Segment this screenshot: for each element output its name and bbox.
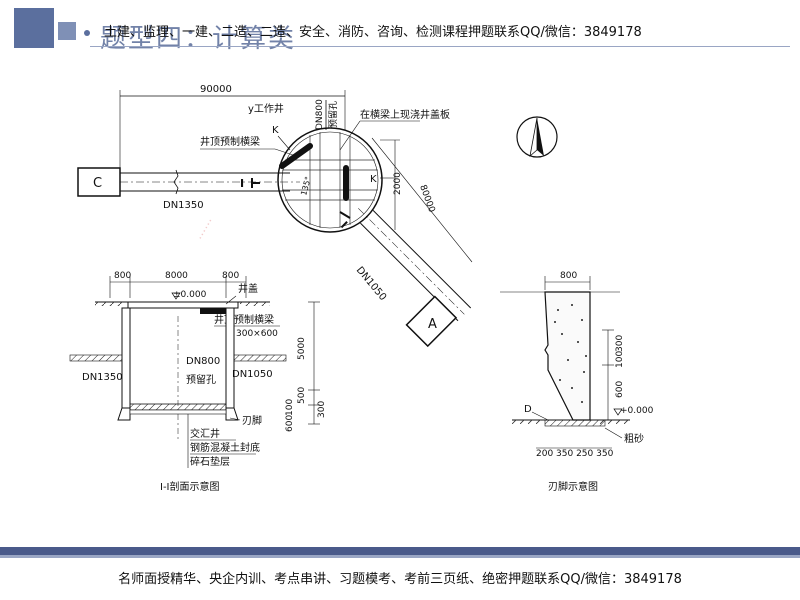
section-dim-100: 100 xyxy=(285,399,295,416)
section-beam-block xyxy=(200,308,226,314)
section-beam-size: 300×600 xyxy=(236,329,278,339)
footer-bar-thin xyxy=(0,555,800,558)
plan-reserved-hole: 预留孔 xyxy=(327,101,339,128)
edge-dim-600: 600 xyxy=(615,381,625,398)
header-decor-small-square xyxy=(58,22,76,40)
plan-dn1050: DN1050 xyxy=(354,265,389,303)
plan-dim-90000: 90000 xyxy=(200,84,232,95)
section-dim-800-right: 800 xyxy=(222,271,239,281)
section-seal xyxy=(129,403,227,411)
shaft-circle xyxy=(277,127,383,233)
section-mark-i-left: I xyxy=(240,177,244,190)
section-cover xyxy=(127,301,239,309)
edge-wall xyxy=(544,291,591,421)
section-dim-5000: 5000 xyxy=(297,337,307,360)
section-dim-500: 500 xyxy=(297,387,307,404)
bottom-ad-banner: 名师面授精华、央企内训、考点串讲、习题模考、考前三页纸、绝密押题联系QQ/微信：… xyxy=(118,572,682,587)
section-elev: ±0.000 xyxy=(173,290,207,300)
section-junction: 交汇井 xyxy=(190,427,220,440)
plan-dn800: DN800 xyxy=(315,99,325,130)
plan-k-right: K xyxy=(370,174,377,185)
edge-bottom-dims: 200 350 250 350 xyxy=(536,449,614,459)
section-dim-600: 600 xyxy=(285,415,295,432)
section-view: 800 8000 800 ±0.000 井盖 井顶预制横梁 300×600 DN… xyxy=(69,271,327,493)
section-gravel xyxy=(129,409,227,415)
plan-k-top: K xyxy=(272,125,279,136)
plan-beam-label: 井顶预制横梁 xyxy=(200,135,260,148)
well-c-label: C xyxy=(93,176,102,191)
well-c-box xyxy=(77,167,121,197)
edge-elev: +0.000 xyxy=(620,406,654,416)
section-dim-300: 300 xyxy=(317,401,327,418)
plan-dim-80000: 80000 xyxy=(417,184,436,215)
header-rule xyxy=(90,46,790,47)
edge-sand xyxy=(544,419,606,427)
section-hole: 预留孔 xyxy=(186,373,216,386)
section-dn800: DN800 xyxy=(186,356,220,367)
well-a-label: A xyxy=(428,317,437,332)
plan-angle: 135° xyxy=(299,176,313,197)
plan-cover-label: 在横梁上现浇井盖板 xyxy=(360,108,450,121)
edge-dim-300: 300 xyxy=(615,335,625,352)
edge-dim-800: 800 xyxy=(560,271,577,281)
edge-d-label: D xyxy=(524,404,532,415)
plan-dn1350: DN1350 xyxy=(163,200,204,211)
north-arrow-icon xyxy=(516,116,558,158)
section-dn1050: DN1050 xyxy=(232,369,273,380)
edge-dim-100: 100 xyxy=(615,351,625,368)
title-bullet xyxy=(84,30,90,36)
edge-sand-label: 粗砂 xyxy=(624,432,644,445)
section-gravel-label: 碎石垫层 xyxy=(190,455,230,468)
slide-title: 题型四：计算类 xyxy=(100,24,297,54)
section-dim-800-left: 800 xyxy=(114,271,131,281)
section-dn1350: DN1350 xyxy=(82,372,123,383)
watermark: …… xyxy=(190,214,214,242)
plan-dim-2000: 2000 xyxy=(393,172,403,195)
edge-caption: 刃脚示意图 xyxy=(548,480,598,493)
section-beam-label: 井顶预制横梁 xyxy=(214,313,274,326)
footer-bar xyxy=(0,547,800,555)
top-ad-banner: 土建、监理、一建、二造、二造、安全、消防、咨询、检测课程押题联系QQ/微信：38… xyxy=(104,25,642,40)
section-caption: I-I剖面示意图 xyxy=(160,480,220,493)
section-rc-seal: 钢筋混凝土封底 xyxy=(190,441,260,454)
section-dim-8000: 8000 xyxy=(165,271,188,281)
section-cutting-edge: 刃脚 xyxy=(242,414,262,427)
plan-shaft-label: y工作井 xyxy=(248,102,284,115)
cutting-edge-view: 800 D +0.000 粗砂 300 100 600 200 350 250 xyxy=(500,271,654,493)
section-cover-label: 井盖 xyxy=(238,282,258,295)
header-decor-square xyxy=(14,8,54,48)
well-a-box xyxy=(405,295,458,348)
engineering-drawing: 90000 C DN1350 I 135° xyxy=(69,84,654,493)
